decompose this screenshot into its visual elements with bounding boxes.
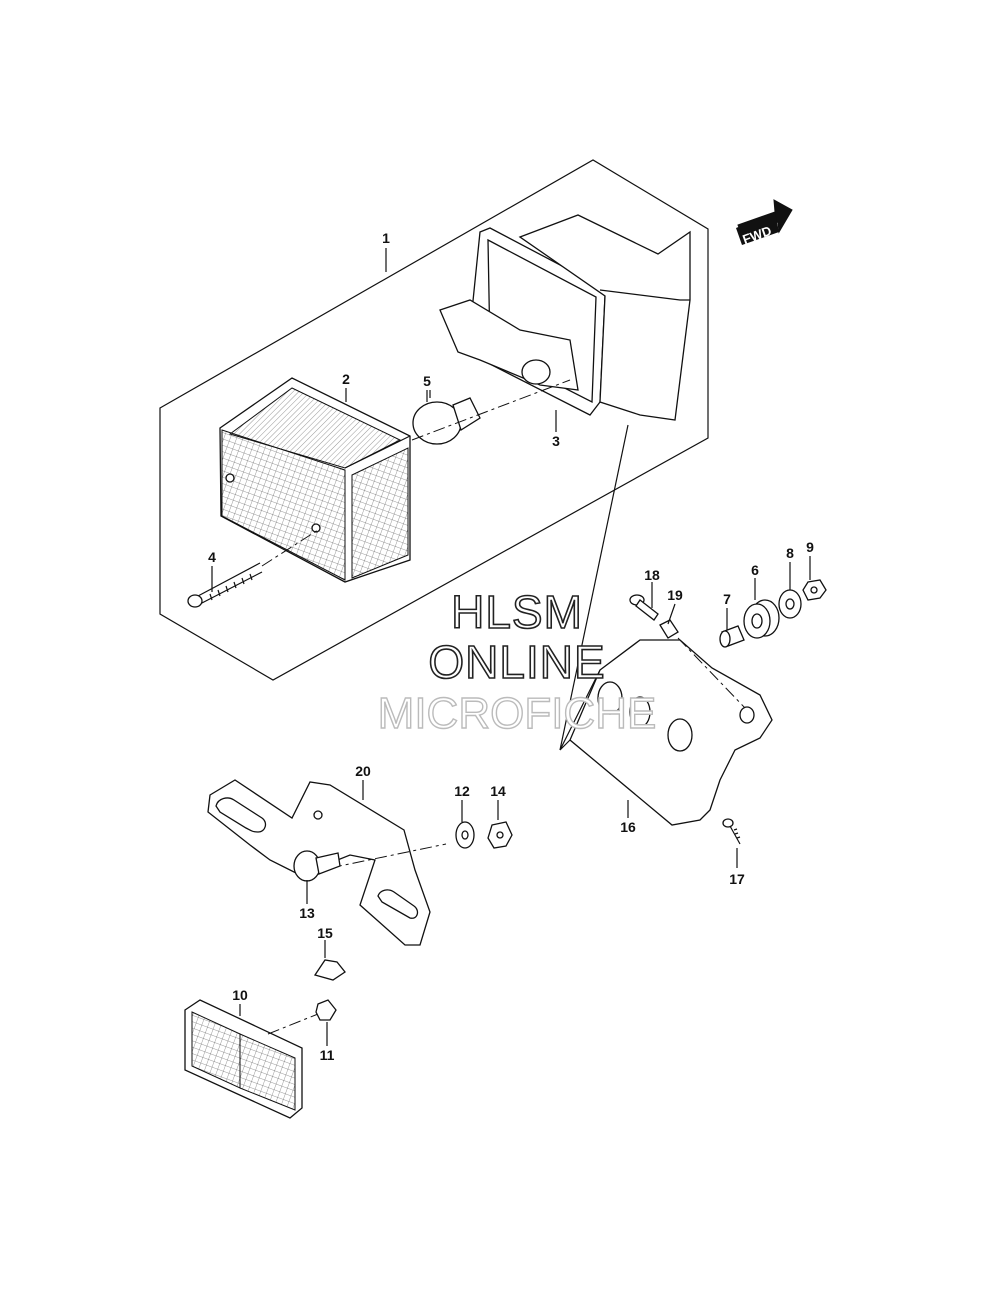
bracket-collar [659, 619, 679, 639]
callout-7: 7 [723, 591, 731, 607]
callout-12: 12 [454, 783, 470, 799]
watermark-line-2: ONLINE [428, 636, 605, 688]
callout-20: 20 [355, 763, 371, 779]
bulb [412, 390, 481, 445]
callout-8: 8 [786, 545, 794, 561]
bracket-mount-bolt [293, 850, 341, 882]
watermark: HLSM ONLINE MICROFICHE [377, 585, 657, 739]
callout-10: 10 [232, 987, 248, 1003]
callout-16: 16 [620, 819, 636, 835]
callout-14: 14 [490, 783, 506, 799]
callout-4: 4 [208, 549, 216, 565]
callout-11: 11 [320, 1047, 335, 1063]
callout-2: 2 [342, 371, 350, 387]
callout-6: 6 [751, 562, 759, 578]
assembly-line-bracket-bolt [329, 843, 447, 869]
callout-15: 15 [317, 925, 333, 941]
assembly-line-bulb [411, 379, 571, 441]
callout-5: 5 [423, 373, 431, 389]
washer [778, 589, 802, 619]
reference-line-bracket [559, 424, 629, 751]
tapping-screw [722, 818, 741, 845]
grommet [743, 599, 780, 639]
tail-lamp-lens [219, 377, 411, 583]
reflector-nut [315, 999, 337, 1021]
callout-19: 19 [667, 587, 683, 603]
lamp-housing [439, 214, 691, 421]
callout-13: 13 [299, 905, 315, 921]
reflector [184, 999, 303, 1119]
assembly-line-screw [261, 529, 319, 567]
assembly-line-collar [677, 637, 746, 709]
callout-3: 3 [552, 433, 560, 449]
watermark-line-3: MICROFICHE [378, 689, 657, 738]
assembly-line-reflector [267, 1013, 319, 1035]
lens-screw [187, 562, 263, 608]
leader-lines [211, 388, 811, 1046]
bracket-washer [455, 821, 475, 849]
callout-17: 17 [729, 871, 745, 887]
bracket-nut [487, 821, 513, 849]
nut [802, 579, 827, 601]
fwd-arrow-icon: FWD [736, 199, 793, 247]
watermark-line-1: HLSM [451, 586, 583, 638]
callout-1: 1 [382, 230, 390, 246]
cushion [313, 959, 346, 981]
callout-9: 9 [806, 539, 814, 555]
tail-lamp-assembly-outline [159, 159, 709, 681]
spacer [719, 625, 745, 648]
callout-18: 18 [644, 567, 660, 583]
bracket-bolt [629, 594, 659, 621]
lamp-bracket [559, 639, 773, 826]
